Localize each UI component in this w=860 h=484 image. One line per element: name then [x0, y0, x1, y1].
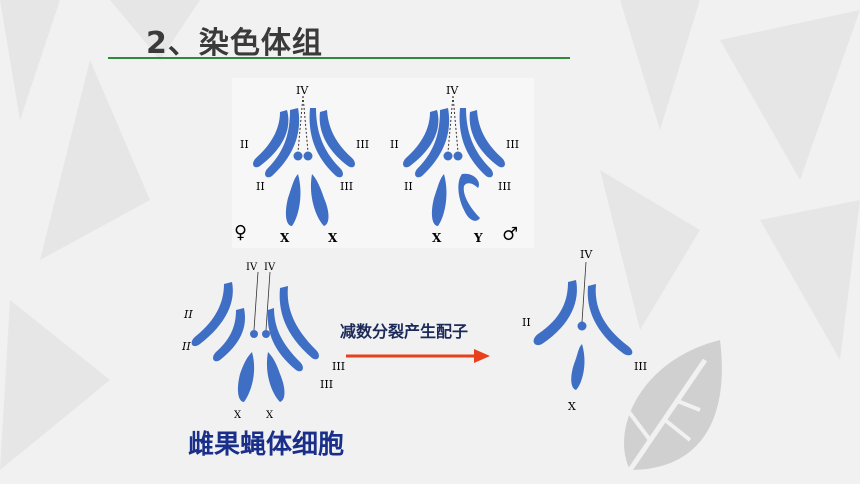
label-ii-b: II	[181, 340, 191, 353]
chromosome-x-a	[285, 174, 301, 226]
leaf-logo	[618, 340, 722, 472]
chromosome-ii-left	[253, 110, 289, 168]
label-iv: IV	[296, 84, 309, 97]
label-x1: X	[234, 410, 242, 421]
male-symbol: ♂	[502, 224, 518, 245]
chromosome-x	[431, 174, 447, 226]
label-ii: II	[522, 316, 531, 329]
chromosome-y	[458, 173, 480, 221]
male-karyotype: IV II III II III X Y ♂	[390, 84, 519, 245]
label-ii-b: II	[256, 180, 265, 193]
female-karyotype: IV II III II III X X ♀	[234, 84, 369, 245]
chromosome-iii-inner	[309, 108, 343, 178]
label-y: Y	[473, 231, 483, 245]
label-iii-b: III	[320, 378, 333, 391]
label-ii-a: II	[390, 138, 399, 151]
label-x2: X	[266, 410, 274, 421]
label-iv-2: IV	[264, 262, 276, 273]
label-x: X	[568, 400, 576, 413]
label-iii-a: III	[506, 138, 519, 151]
label-iv: IV	[580, 248, 593, 261]
chromosome-x-b	[310, 174, 329, 226]
label-ii-a: II	[183, 308, 193, 321]
label-ii-b: II	[404, 180, 413, 193]
somatic-cell-caption: 雌果蝇体细胞	[188, 430, 345, 460]
meiosis-label: 减数分裂产生配子	[340, 322, 469, 341]
gamete-chromosomes: IV II III X	[522, 248, 647, 413]
female-symbol: ♀	[234, 222, 247, 243]
label-iv: IV	[446, 84, 459, 97]
label-iii-b: III	[340, 180, 353, 193]
chromosome-ii-inner	[265, 108, 300, 178]
chromosome-iii-right	[319, 110, 355, 168]
chromosome-iv-b	[303, 151, 313, 161]
chromosome-iv-a	[293, 151, 303, 161]
meiosis-arrow	[346, 349, 490, 363]
label-iii-a: III	[356, 138, 369, 151]
label-iii: III	[634, 360, 647, 373]
label-x1: X	[280, 231, 290, 245]
label-x: X	[432, 231, 442, 245]
label-iv-1: IV	[246, 262, 258, 273]
label-x2: X	[328, 231, 338, 245]
label-ii-a: II	[240, 138, 249, 151]
slide-title: 2、染色体组	[146, 26, 323, 61]
somatic-cell-chromosomes: IV IV II II III III X X	[181, 262, 345, 421]
label-iii-b: III	[498, 180, 511, 193]
title-divider	[108, 57, 570, 59]
label-iii-a: III	[332, 360, 345, 373]
